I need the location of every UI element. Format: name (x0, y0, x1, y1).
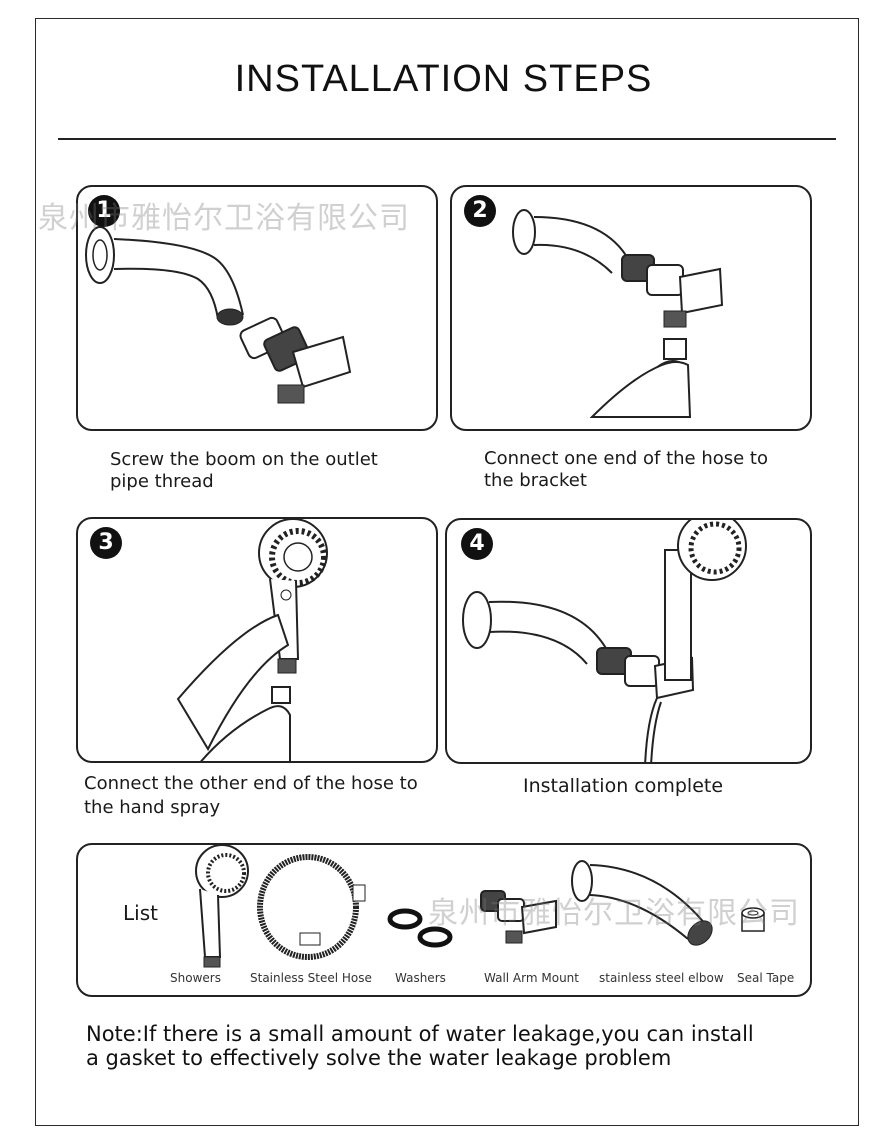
step-1-caption-line1: Screw the boom on the outlet (110, 449, 378, 470)
step-4-illustration (462, 520, 747, 762)
step-2-panel: 2 (450, 185, 812, 431)
page-frame (35, 18, 859, 1126)
list-label: List (123, 901, 158, 925)
list-item-wall-mount: Wall Arm Mount (484, 971, 579, 985)
list-item-seal-tape: Seal Tape (737, 971, 795, 985)
note-line2: a gasket to effectively solve the water … (86, 1046, 672, 1070)
list-item-hose: Stainless Steel Hose (250, 971, 372, 985)
wall-mount-icon (480, 890, 557, 944)
page-title: INSTALLATION STEPS (234, 58, 653, 100)
step-1-illustration (85, 226, 352, 404)
shower-head-icon (195, 845, 249, 968)
step-4-panel: 4 (445, 518, 812, 764)
step-3-panel: 3 (76, 517, 438, 763)
step-4-caption-line1: Installation complete (523, 775, 724, 797)
step-1-caption-line2: pipe thread (110, 471, 214, 492)
title-divider (58, 138, 836, 140)
step-2-illustration (512, 209, 724, 418)
step-4-badge: 4 (461, 528, 493, 560)
list-item-washers: Washers (395, 971, 446, 985)
watermark-top: 泉州市雅怡尔卫浴有限公司 (38, 201, 410, 236)
coiled-hose-icon (257, 854, 366, 960)
step-3-caption-line2: the hand spray (84, 797, 221, 818)
step-2-caption-line2: the bracket (484, 470, 587, 491)
step-3-caption-line1: Connect the other end of the hose to (84, 773, 418, 794)
note-line1: Note:If there is a small amount of water… (86, 1022, 754, 1046)
step-2-badge: 2 (464, 195, 496, 227)
parts-list-panel: List (76, 843, 812, 997)
leakage-note: Note:If there is a small amount of water… (86, 1022, 826, 1070)
seal-tape-icon (741, 907, 765, 932)
step-1-panel: 1 (76, 185, 438, 431)
step-3-badge: 3 (90, 527, 122, 559)
list-item-elbow: stainless steel elbow (599, 971, 724, 985)
elbow-pipe-icon (571, 860, 713, 946)
washers-icon (387, 908, 453, 948)
step-2-caption-line1: Connect one end of the hose to (484, 448, 768, 469)
parts-illustrations (195, 845, 765, 968)
list-item-showers: Showers (170, 971, 221, 985)
watermark-bottom: 泉州市雅怡尔卫浴有限公司 (428, 896, 800, 931)
step-1-badge: 1 (88, 195, 120, 227)
step-3-illustration (176, 519, 328, 761)
